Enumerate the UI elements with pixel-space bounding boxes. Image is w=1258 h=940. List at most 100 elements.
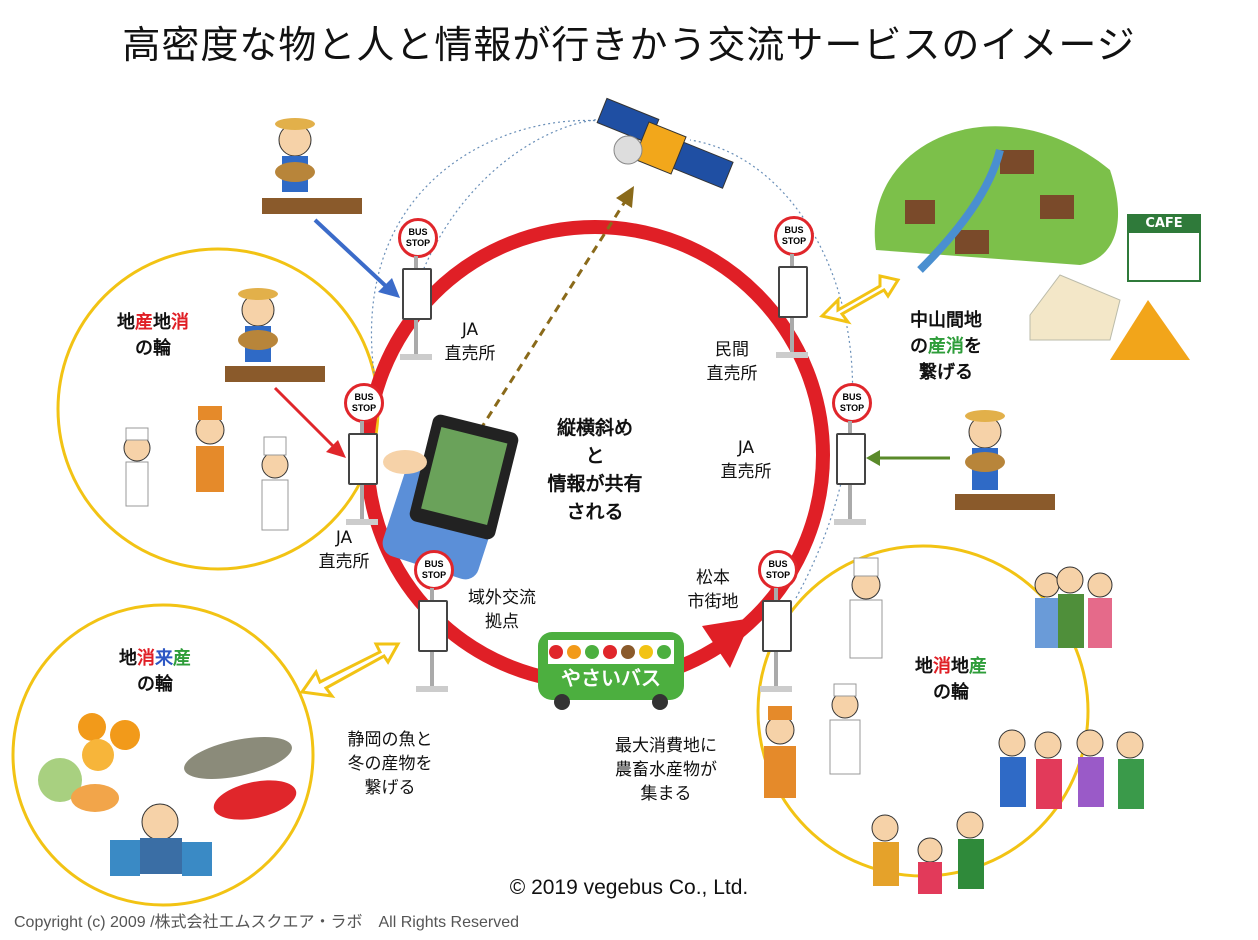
bus-stop-sign-line-1: BUS	[784, 225, 804, 235]
label-minkan-line-2: 直売所	[706, 364, 758, 384]
bus-stop-base	[416, 686, 448, 692]
bus-stop-board	[836, 433, 866, 485]
label-ja-top: JA 直売所	[440, 318, 500, 366]
label-ja-right-line-1: JA	[737, 438, 755, 458]
label-minkan-line-1: 民間	[715, 340, 749, 360]
circle-bottom-left	[11, 603, 315, 907]
label-matsumoto-line-2: 市街地	[687, 592, 739, 612]
cbl-p0: 地	[119, 648, 137, 669]
label-ikigai: 域外交流拠点	[456, 586, 548, 634]
shizuoka-note-line-2: 冬の産物を	[347, 754, 433, 774]
shizuoka-note-line-1: 静岡の魚と	[347, 730, 433, 750]
double-arrow-left	[299, 642, 401, 698]
cbl-line2: の輪	[137, 674, 173, 695]
city-note-line-1: 最大消費地に	[615, 736, 717, 756]
circle-title-top-left: 地産地消 の輪	[108, 310, 198, 362]
vegetable-bus	[538, 632, 684, 710]
label-matsumoto: 松本市街地	[678, 566, 748, 614]
center-text-line-1: 縦横斜め	[556, 417, 633, 439]
ctl-p1: 産	[135, 312, 153, 333]
bus-stop-sign-line-1: BUS	[842, 392, 862, 402]
bus-stop-board	[348, 433, 378, 485]
cbr-p2: 地	[951, 656, 969, 677]
right-note-line-1: 中山間地	[910, 310, 982, 331]
farmer-icon-right	[955, 410, 1055, 510]
ctl-line2: の輪	[135, 338, 171, 359]
cbr-p1: 消	[933, 656, 951, 677]
chef-icons-right	[764, 557, 883, 798]
shizuoka-note: 静岡の魚と 冬の産物を 繋げる	[330, 728, 450, 800]
cafe-sign-label: CAFE	[1145, 216, 1183, 231]
cbr-line2: の輪	[933, 682, 969, 703]
produce-illustration	[38, 713, 297, 876]
center-text-line-4: される	[566, 501, 624, 523]
data-uplink-arrow	[478, 199, 628, 431]
farmer-arrow-blue	[313, 218, 392, 292]
label-minkan: 民間直売所	[700, 338, 764, 386]
label-ja-top-line-1: JA	[461, 320, 479, 340]
circle-title-bottom-right: 地消地産 の輪	[906, 654, 996, 706]
farmer-arrow-red	[273, 386, 337, 450]
bus-stop-sign-line-1: BUS	[408, 227, 428, 237]
label-ja-left-line-2: 直売所	[318, 552, 370, 572]
cbr-p3: 産	[969, 656, 987, 677]
circle-title-bottom-left: 地消来産 の輪	[110, 646, 200, 698]
bus-stop-sign-line-1: BUS	[424, 559, 444, 569]
bus-stop-board	[778, 266, 808, 318]
ctl-p2: 地	[153, 312, 171, 333]
double-arrow-right	[819, 274, 901, 325]
center-text-line-3: 情報が共有	[547, 473, 643, 495]
data-uplink-arrowhead	[616, 186, 634, 208]
cbl-p3: 産	[173, 648, 191, 669]
center-text: 縦横斜め と 情報が共有 される	[520, 414, 670, 526]
cbl-p2: 来	[155, 648, 173, 669]
right-note-post: を	[964, 336, 982, 357]
bus-stop-sign-line-1: BUS	[354, 392, 374, 402]
village-illustration	[874, 126, 1201, 360]
bus-stop-sign-line-2: STOP	[781, 236, 807, 246]
bus-stop-sign-line-2: STOP	[351, 403, 377, 413]
bus-stop-sign-line-2: STOP	[765, 570, 791, 580]
satellite-link-top	[419, 118, 641, 279]
label-ikigai-line-2: 拠点	[485, 612, 519, 632]
ring-direction-arrow	[702, 618, 752, 668]
label-ja-top-line-2: 直売所	[444, 344, 496, 364]
farmer-icon-top	[262, 118, 362, 214]
page-title: 高密度な物と人と情報が行きかう交流サービスのイメージ	[122, 23, 1136, 67]
farmer-icon-left	[225, 288, 325, 382]
cbl-p1: 消	[137, 648, 155, 669]
label-ja-left-line-1: JA	[335, 528, 353, 548]
copyright: © 2019 vegebus Co., Ltd.	[509, 876, 749, 899]
bus-stop-board	[762, 600, 792, 652]
label-ja-left: JA 直売所	[312, 526, 376, 574]
city-note-line-2: 農畜水産物が	[615, 760, 717, 780]
right-note: 中山間地 の産消を 繋げる	[896, 308, 996, 386]
chef-icons-left	[123, 406, 289, 531]
bus-stop-board	[418, 600, 448, 652]
ctl-p0: 地	[117, 312, 135, 333]
bus-stop-base	[346, 519, 378, 525]
bus-stop-sign-line-2: STOP	[405, 238, 431, 248]
label-ikigai-line-1: 域外交流	[468, 588, 536, 608]
city-note: 最大消費地に 農畜水産物が 集まる	[596, 734, 736, 806]
bus-stop-base	[834, 519, 866, 525]
right-note-highlight: 産消	[928, 336, 964, 357]
bus-stop-base	[400, 354, 432, 360]
bus-label: やさいバス	[561, 666, 661, 690]
right-note-pre: の	[910, 336, 928, 357]
cbr-p0: 地	[915, 656, 933, 677]
bus-stop-base	[776, 352, 808, 358]
tablet-illustration	[382, 414, 519, 580]
bus-stop-sign-line-1: BUS	[768, 559, 788, 569]
circle-bottom-right	[756, 544, 1090, 878]
center-text-line-2: と	[585, 445, 605, 467]
